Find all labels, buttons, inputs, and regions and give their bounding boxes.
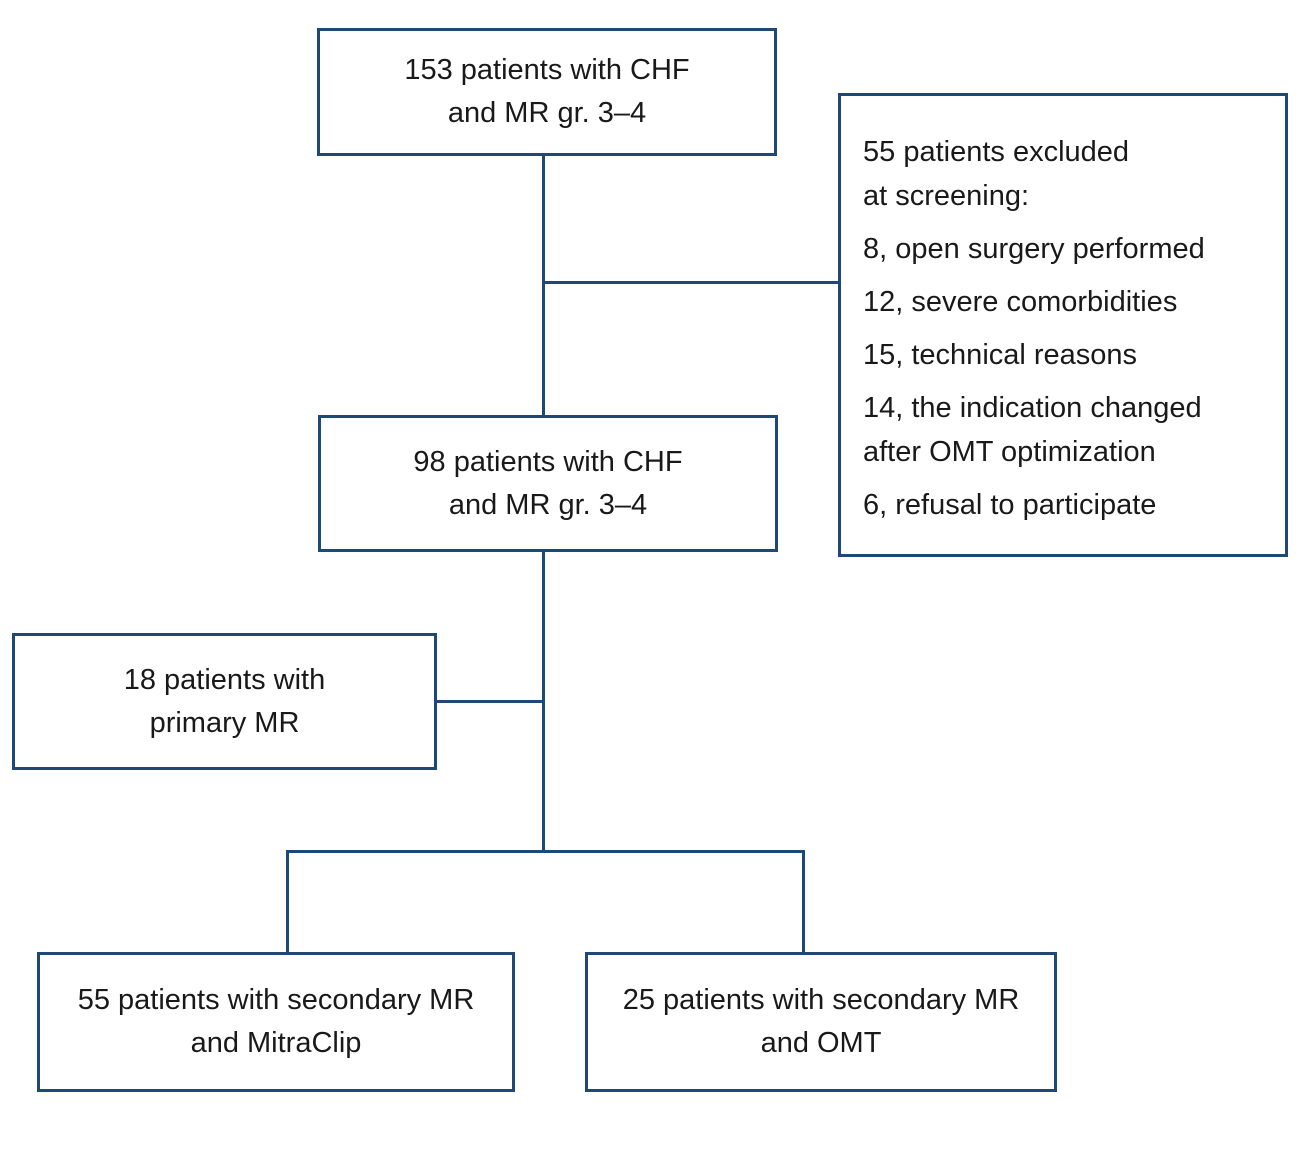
- node-98-chf-line1: 98 patients with CHF: [413, 445, 683, 478]
- excluded-item-refusal-line1: 6, refusal to participate: [863, 489, 1157, 521]
- node-18-primary-mr-line1: 18 patients with: [123, 663, 326, 696]
- node-25-omt-line1: 25 patients with secondary MR: [622, 984, 1020, 1016]
- node-153-chf-line2: and MR gr. 3–4: [447, 97, 647, 129]
- excluded-item-open-surgery: 8, open surgery performed: [863, 227, 1267, 271]
- node-55-mitraclip-line1: 55 patients with secondary MR: [77, 984, 475, 1016]
- connector-branch-horizontal: [286, 850, 805, 853]
- excluded-item-technical-line1: 15, technical reasons: [863, 339, 1138, 371]
- node-18-primary-mr-line2: primary MR: [149, 706, 300, 739]
- excluded-item-indication-changed-line2: after OMT optimization: [863, 436, 1156, 468]
- node-55-mitraclip: 55 patients with secondary MR and MitraC…: [37, 952, 515, 1092]
- excluded-item-open-surgery-line1: 8, open surgery performed: [863, 233, 1205, 265]
- excluded-header-line2: at screening:: [863, 180, 1030, 212]
- excluded-item-indication-changed: 14, the indication changed after OMT opt…: [863, 386, 1267, 474]
- excluded-item-technical: 15, technical reasons: [863, 333, 1267, 377]
- node-55-mitraclip-line2: and MitraClip: [190, 1027, 362, 1059]
- node-18-primary-mr: 18 patients with primary MR: [12, 633, 437, 770]
- node-153-chf: 153 patients with CHF and MR gr. 3–4: [317, 28, 777, 156]
- node-98-chf: 98 patients with CHF and MR gr. 3–4: [318, 415, 778, 552]
- connector-drop-right: [802, 850, 805, 954]
- connector-drop-left: [286, 850, 289, 954]
- node-98-chf-line2: and MR gr. 3–4: [448, 488, 648, 521]
- excluded-item-refusal: 6, refusal to participate: [863, 483, 1267, 527]
- excluded-item-comorbidities-line1: 12, severe comorbidities: [863, 286, 1178, 318]
- connector-primary-mr-box: [436, 700, 545, 703]
- excluded-item-comorbidities: 12, severe comorbidities: [863, 280, 1267, 324]
- node-25-omt: 25 patients with secondary MR and OMT: [585, 952, 1057, 1092]
- excluded-item-indication-changed-line1: 14, the indication changed: [863, 392, 1202, 424]
- excluded-header: 55 patients excluded at screening:: [863, 130, 1267, 218]
- connector-to-excluded-box: [542, 281, 838, 284]
- node-excluded-at-screening: 55 patients excluded at screening: 8, op…: [838, 93, 1288, 557]
- connector-top-to-middle: [542, 155, 545, 417]
- node-25-omt-line2: and OMT: [760, 1027, 882, 1059]
- excluded-header-line1: 55 patients excluded: [863, 136, 1130, 168]
- node-153-chf-line1: 153 patients with CHF: [404, 54, 690, 86]
